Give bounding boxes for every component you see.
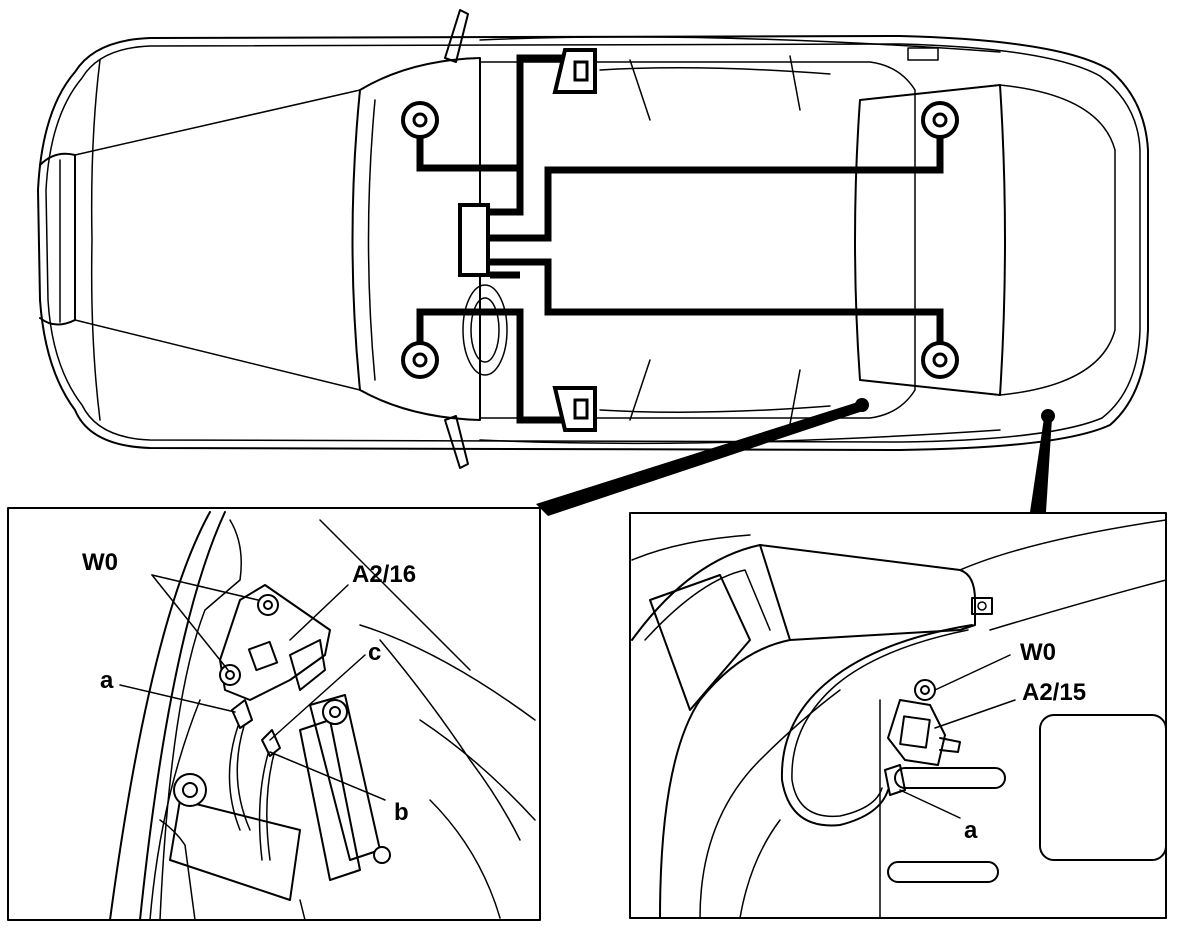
rear-left-speaker: [921, 101, 959, 139]
front-right-speaker: [401, 341, 439, 379]
wiring-harness: [416, 54, 944, 424]
label-w0-right: W0: [1020, 639, 1056, 666]
location-pointers: [536, 398, 1055, 516]
label-a2-16: A2/16: [352, 561, 416, 588]
detail-panel-a2-16: W0 A2/16 a c b: [7, 507, 541, 921]
label-b: b: [394, 799, 409, 826]
right-mirror: [444, 415, 469, 469]
label-c: c: [368, 639, 381, 666]
rear-right-speaker: [921, 341, 959, 379]
car-top-view: [37, 9, 1149, 469]
speakers: [401, 48, 959, 432]
label-a-right: a: [964, 817, 978, 844]
label-a-left: a: [100, 667, 114, 694]
detail-panel-a2-15: W0 A2/15 a: [629, 512, 1167, 919]
front-left-speaker: [401, 101, 439, 139]
car-body-outline: [37, 35, 1149, 451]
label-w0-left: W0: [82, 549, 118, 576]
amplifier-module: [458, 203, 490, 277]
label-a2-15: A2/15: [1022, 679, 1086, 706]
left-tweeter: [552, 48, 597, 94]
left-mirror: [444, 9, 469, 63]
right-tweeter: [552, 386, 597, 432]
